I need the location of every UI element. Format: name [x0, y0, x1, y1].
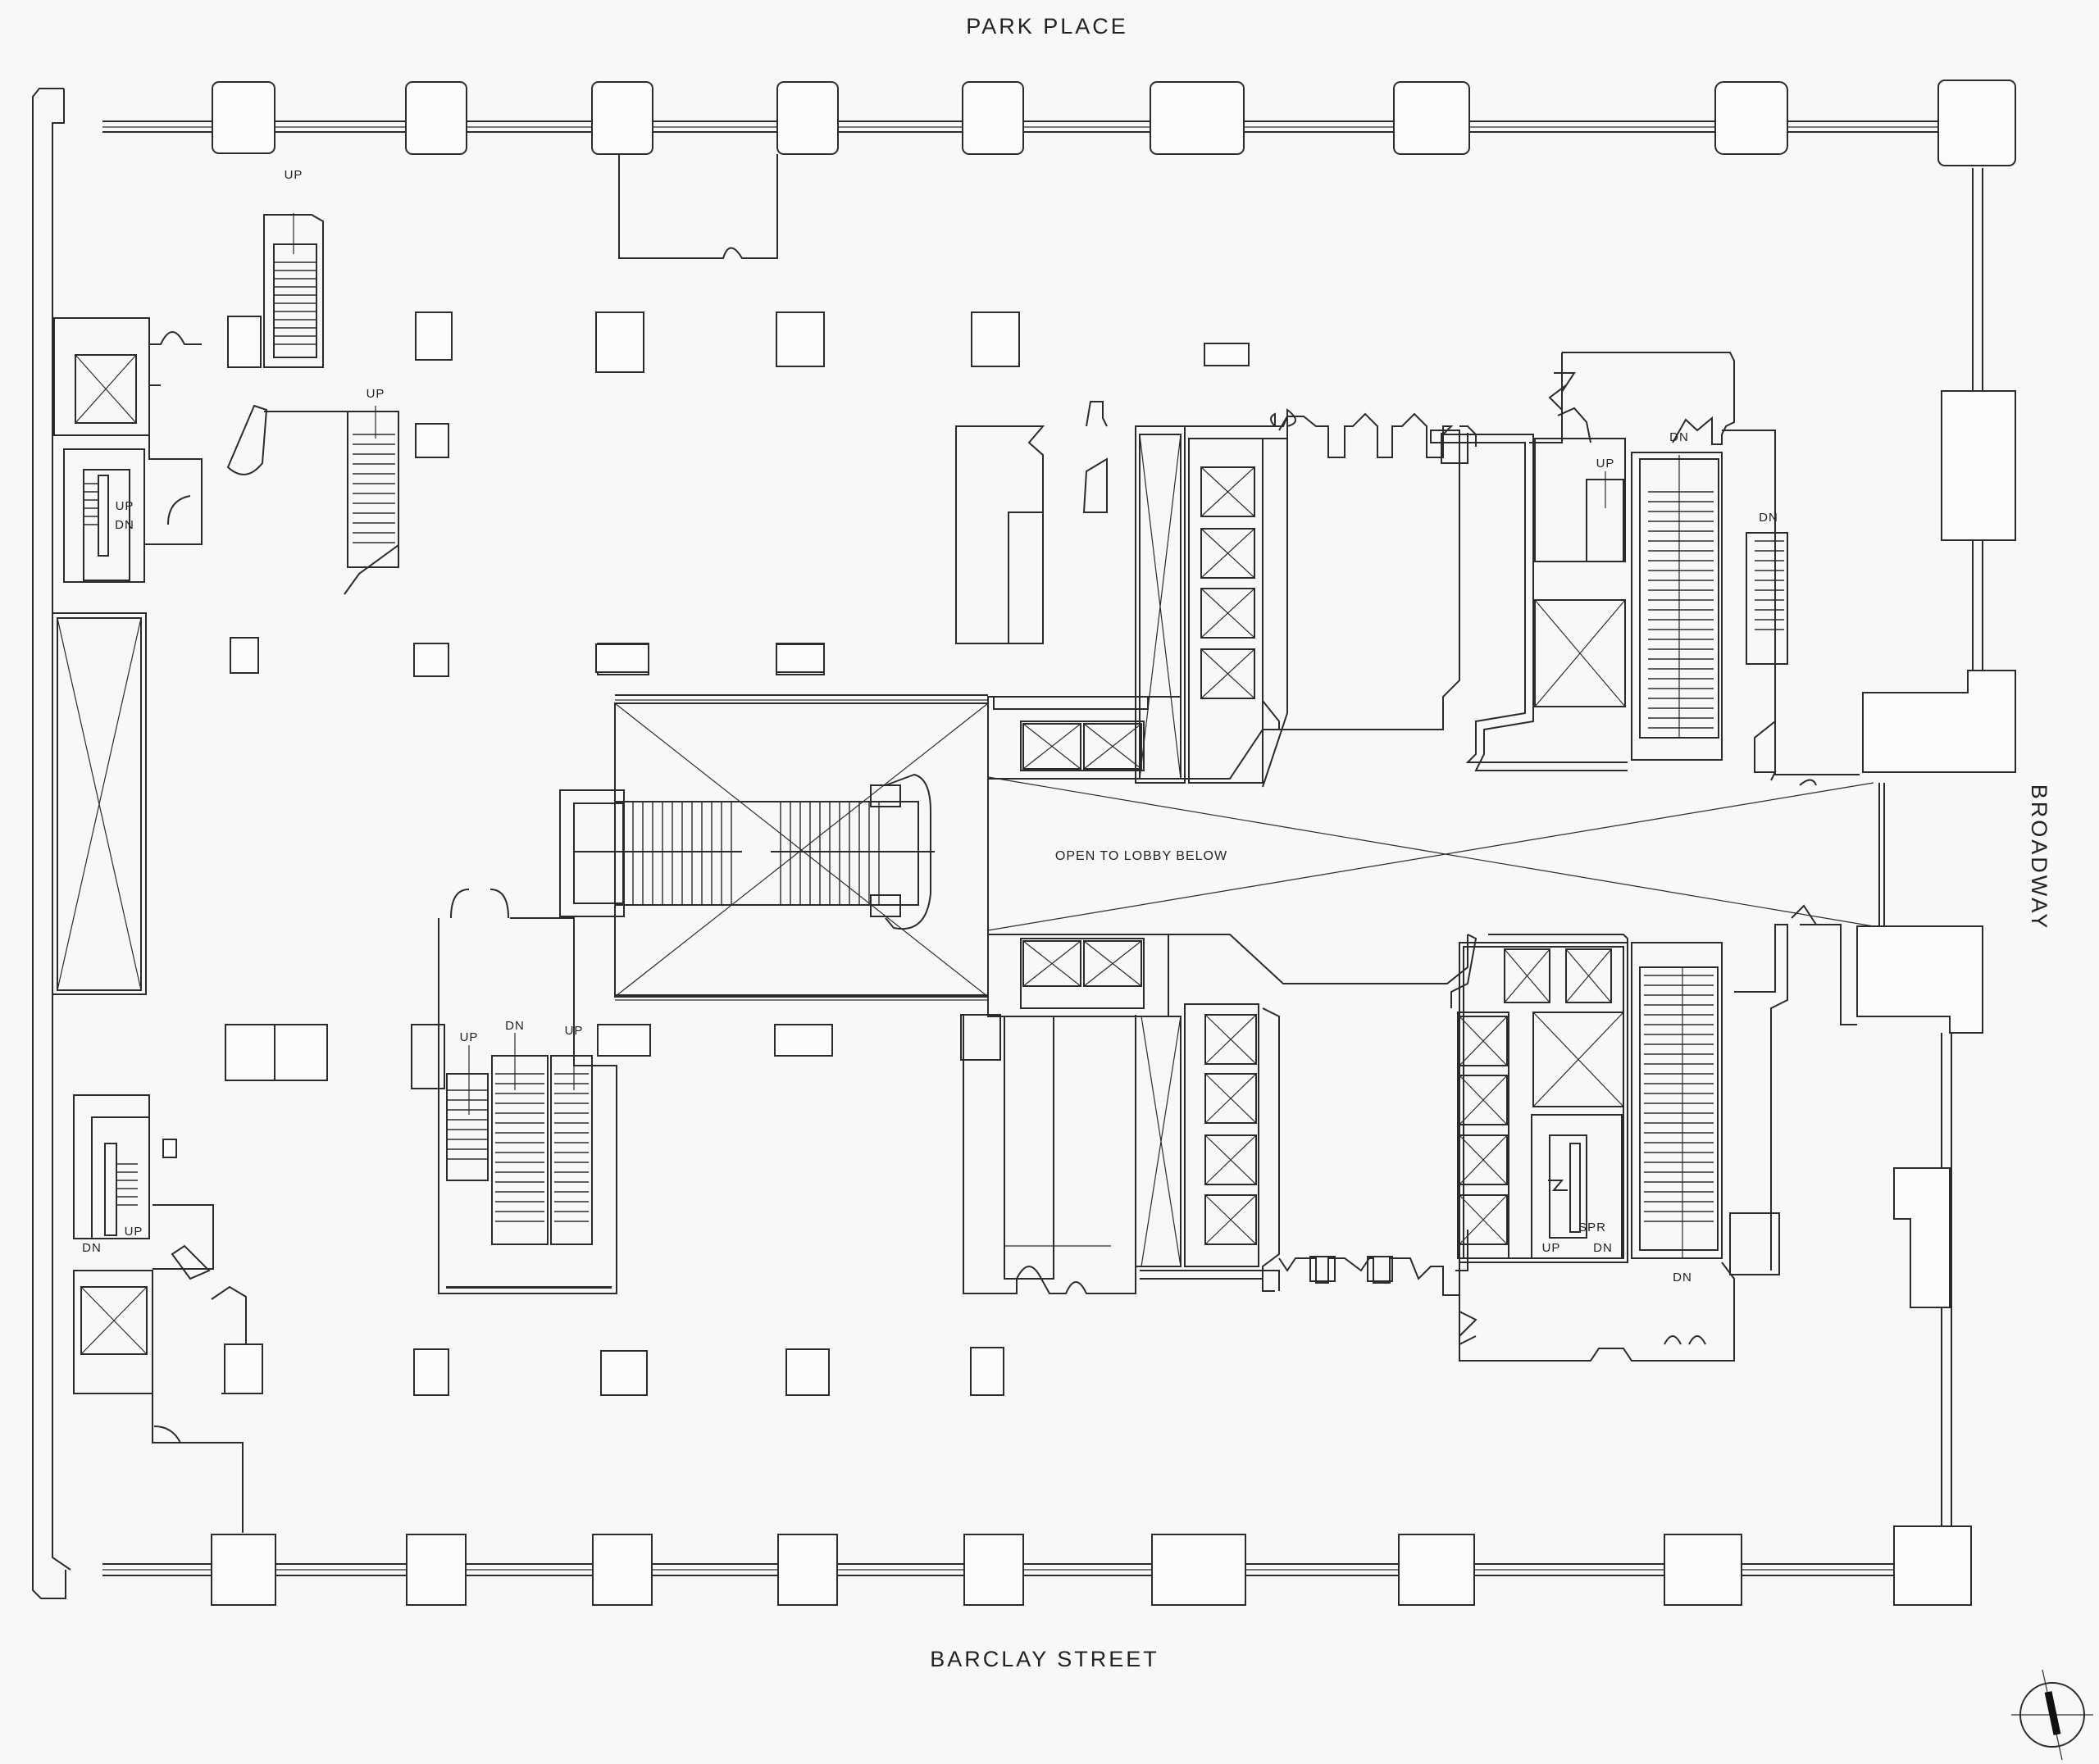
esc-label-right-up: UP — [565, 1024, 584, 1038]
stair-label-se-dn: DN — [1593, 1241, 1613, 1255]
south-columns — [211, 1525, 1972, 1606]
nw-stair: UP — [263, 168, 324, 368]
north-columns — [212, 80, 2016, 166]
se-elevator-bank — [1204, 1014, 1257, 1245]
west-core-north: UP DN — [53, 316, 268, 583]
stair-label-nw-up: UP — [285, 168, 303, 182]
stair-label-sw-up: UP — [125, 1225, 143, 1239]
street-label-north: PARK PLACE — [966, 14, 1128, 39]
stair-label-n-up: UP — [367, 387, 385, 401]
east-piers — [1856, 390, 2016, 1308]
west-core-south: DN UP — [73, 1094, 263, 1533]
n-stair: UP — [264, 387, 399, 595]
ne-core: UP DN — [955, 352, 1860, 788]
stair-label-se-spr: SPR — [1578, 1221, 1606, 1234]
stair-label-w-dn: DN — [115, 518, 134, 532]
north-bay-room — [618, 154, 778, 259]
street-label-east: BROADWAY — [2027, 784, 2051, 931]
stair-label-w-up: UP — [116, 499, 134, 513]
atrium: OPEN TO LOBBY BELOW — [559, 643, 1874, 1057]
stair-label-se-long-dn: DN — [1673, 1271, 1692, 1284]
stair-label-sw-dn: DN — [82, 1241, 102, 1255]
se-core: SPR UP DN DN — [960, 904, 1857, 1362]
stair-label-ne-small-dn: DN — [1759, 511, 1778, 525]
north-arrow-icon — [2011, 1669, 2093, 1761]
stair-label-se-up: UP — [1542, 1241, 1561, 1255]
ne-elevator-bank — [1200, 466, 1255, 699]
street-label-south: BARCLAY STREET — [930, 1647, 1159, 1671]
sw-escalators: UP DN UP — [411, 889, 617, 1294]
atrium-label: OPEN TO LOBBY BELOW — [1055, 849, 1227, 863]
esc-label-left-up: UP — [460, 1030, 479, 1044]
esc-label-mid-dn: DN — [505, 1019, 525, 1033]
stair-label-ne-dn: DN — [1669, 430, 1689, 444]
stair-label-ne-up: UP — [1596, 457, 1615, 471]
west-shaft — [52, 612, 147, 995]
